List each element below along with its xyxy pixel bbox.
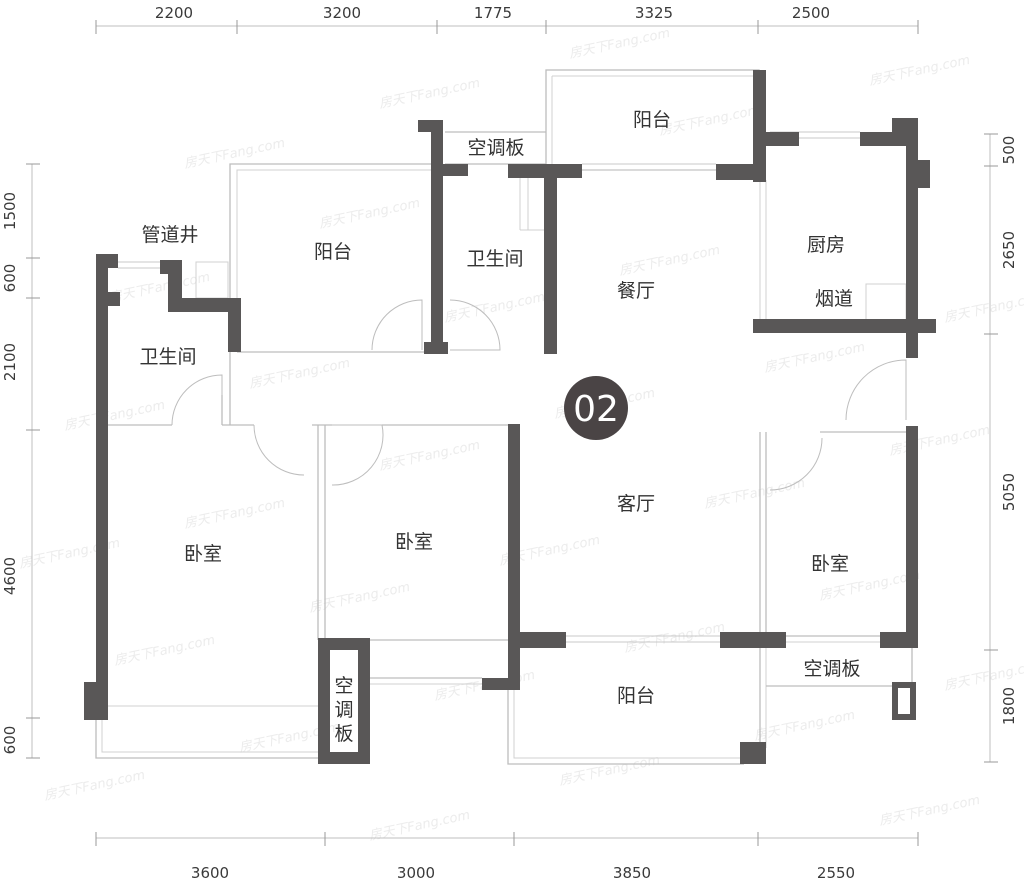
watermark: 房天下Fang.com [443, 290, 547, 326]
dim-bottom: 2550 [817, 864, 855, 881]
dim-top: 1775 [474, 4, 512, 22]
watermark: 房天下Fang.com [878, 793, 982, 829]
room-labels: 阳台 空调板 厨房 烟道 管道井 阳台 卫生间 餐厅 卫生间 客厅 卧室 卧室 … [139, 109, 860, 745]
watermark: 房天下Fang.com [703, 476, 807, 512]
dimension-labels: 2200 3200 1775 3325 2500 3600 3000 3850 … [1, 4, 1018, 881]
watermark: 房天下Fang.com [308, 580, 412, 616]
ac-panel-bottom-char: 板 [334, 723, 353, 745]
room-label-ac-panel-bottom: 空 调 板 [334, 675, 353, 745]
room-label-ac-panel-top: 空调板 [467, 137, 524, 159]
watermark: 房天下Fang.com [868, 53, 972, 89]
room-label-living: 客厅 [617, 493, 655, 515]
room-label-bedroom-right: 卧室 [811, 553, 849, 575]
thin-outlines [95, 69, 913, 765]
dimension-lines [26, 20, 998, 846]
dim-bottom: 3850 [613, 864, 651, 881]
room-label-bathroom-left: 卫生间 [139, 346, 196, 368]
room-label-balcony-top: 阳台 [633, 109, 671, 131]
dim-top: 2200 [155, 4, 193, 22]
dim-top: 3325 [635, 4, 673, 22]
room-label-ac-panel-right: 空调板 [803, 658, 860, 680]
watermark: 房天下Fang.com [888, 423, 992, 459]
dim-right: 2650 [1000, 231, 1018, 269]
watermark: 房天下Fang.com [183, 496, 287, 532]
watermark: 房天下Fang.com [753, 708, 857, 744]
watermark: 房天下Fang.com [43, 768, 147, 804]
watermark: 房天下Fang.com [183, 136, 287, 172]
watermark: 房天下Fang.com [113, 633, 217, 669]
room-label-bedroom-mid: 卧室 [395, 531, 433, 553]
dim-top: 3200 [323, 4, 361, 22]
dim-right: 1800 [1000, 687, 1018, 725]
heavy-walls [84, 70, 936, 764]
room-label-flue: 烟道 [815, 288, 853, 310]
room-label-bedroom-left: 卧室 [184, 543, 222, 565]
dim-left: 2100 [1, 343, 19, 381]
dim-left: 600 [1, 264, 19, 293]
dim-right: 5050 [1000, 473, 1018, 511]
watermark: 房天下Fang.com [623, 620, 727, 656]
unit-badge: 02 [564, 376, 628, 440]
dim-left: 4600 [1, 557, 19, 595]
unit-badge-text: 02 [573, 389, 619, 430]
room-label-bathroom-center: 卫生间 [466, 248, 523, 270]
ac-panel-bottom-char: 调 [334, 699, 353, 721]
dim-left: 1500 [1, 192, 19, 230]
watermark: 房天下Fang.com [568, 26, 672, 62]
room-label-balcony-left: 阳台 [314, 241, 352, 263]
dim-bottom: 3000 [397, 864, 435, 881]
room-label-balcony-bottom: 阳台 [617, 685, 655, 707]
watermark: 房天下Fang.com [658, 103, 762, 139]
ac-panel-bottom-char: 空 [334, 675, 353, 697]
watermark: 房天下Fang.com [318, 196, 422, 232]
room-label-pipe-shaft: 管道井 [141, 224, 198, 246]
dim-top: 2500 [792, 4, 830, 22]
watermark: 房天下Fang.com [943, 290, 1024, 326]
watermark: 房天下Fang.com [368, 808, 472, 844]
watermark: 房天下Fang.com [248, 356, 352, 392]
dim-left: 600 [1, 726, 19, 755]
room-label-dining: 餐厅 [617, 280, 655, 302]
watermark: 房天下Fang.com [63, 398, 167, 434]
room-label-kitchen: 厨房 [807, 234, 845, 256]
watermark: 房天下Fang.com [763, 340, 867, 376]
door-swings [171, 299, 907, 491]
dim-bottom: 3600 [191, 864, 229, 881]
watermark: 房天下Fang.com [378, 76, 482, 112]
watermark: 房天下Fang.com [618, 243, 722, 279]
dim-right: 500 [1000, 136, 1018, 165]
watermark: 房天下Fang.com [378, 438, 482, 474]
